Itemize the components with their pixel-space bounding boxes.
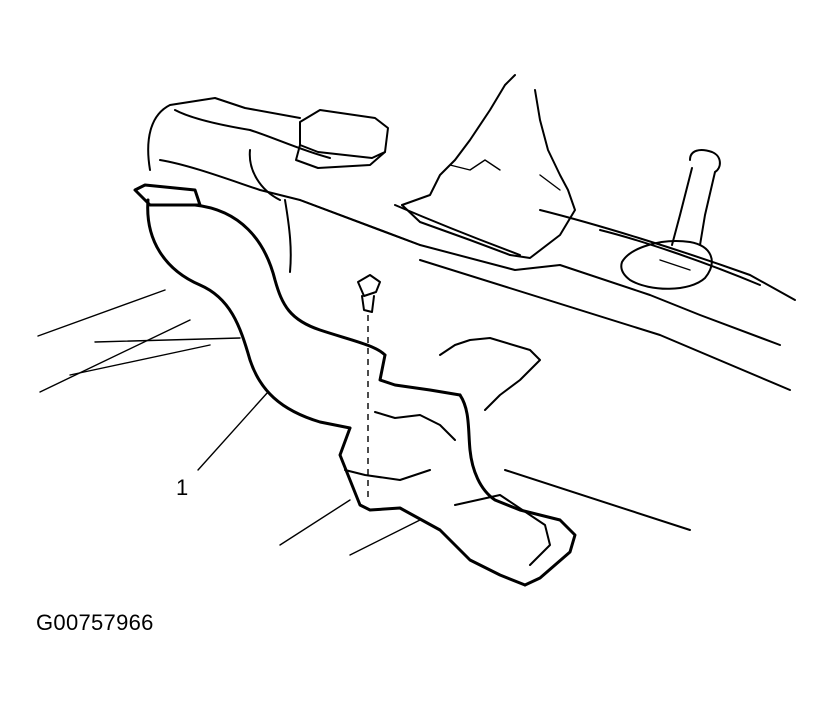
figure-id: G00757966 [36, 610, 154, 635]
callout-1-label: 1 [176, 475, 188, 500]
center-console [147, 97, 796, 531]
parking-brake-lever [620, 149, 721, 290]
heater-duct [133, 183, 577, 587]
floor-lines [37, 289, 421, 556]
shift-boot [401, 74, 576, 259]
push-pin-fastener [357, 274, 381, 500]
callout-1: 1 [176, 391, 269, 500]
console-block [295, 109, 389, 169]
